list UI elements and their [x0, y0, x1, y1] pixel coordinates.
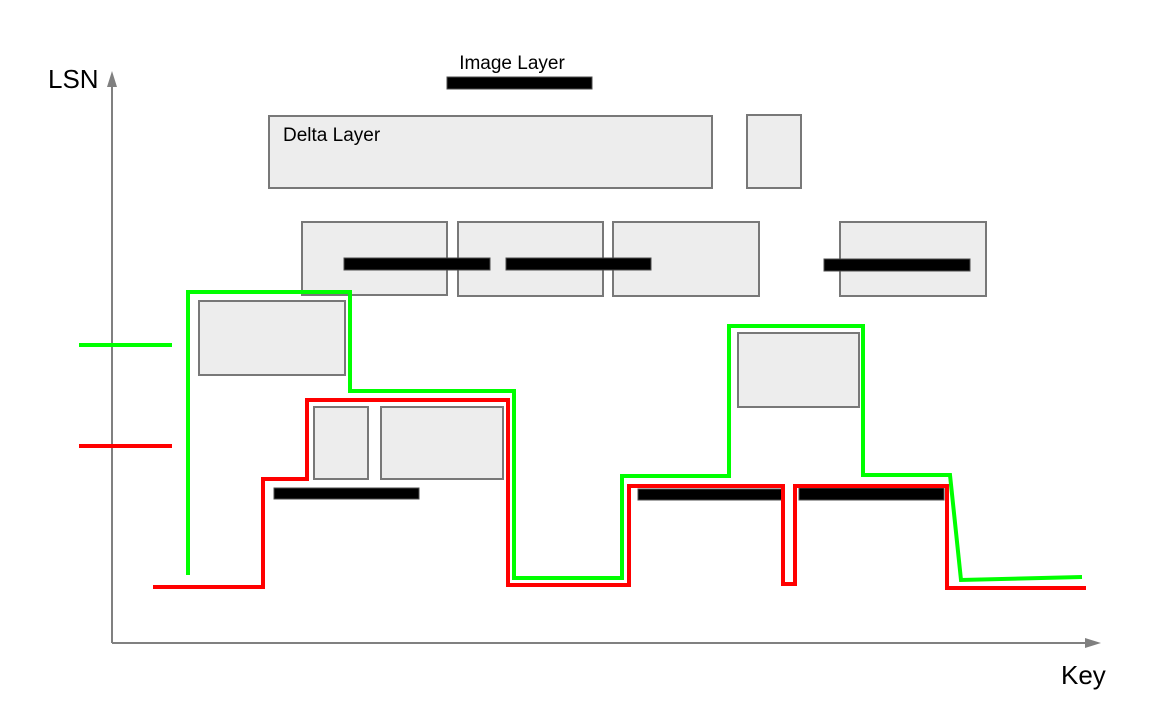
image-layer-bar — [637, 488, 784, 501]
x-axis-label: Key — [1061, 660, 1106, 690]
green-boundary-line — [186, 290, 1083, 583]
lsn-ticks-group — [79, 343, 172, 448]
delta-layer-legend-label: Delta Layer — [283, 125, 381, 146]
y-axis-label: LSN — [48, 64, 99, 94]
delta-layer-rect — [198, 300, 346, 376]
delta-layer-rect — [746, 114, 802, 189]
delta-layer-rect — [313, 406, 369, 480]
y-axis-arrow-icon — [107, 71, 117, 87]
image-layer-bar — [798, 487, 945, 501]
x-axis-arrow-icon — [1085, 638, 1101, 648]
boundary-lines-group — [153, 290, 1086, 590]
red-boundary-line — [153, 398, 1086, 590]
delta-layer-rect — [380, 406, 504, 480]
delta-layer-rect — [268, 115, 713, 189]
image-layer-bar — [273, 487, 420, 500]
image-layers-group — [273, 76, 971, 501]
delta-layers-group — [198, 114, 987, 480]
delta-layer-rect — [737, 332, 860, 408]
image-layer-bar — [823, 258, 971, 272]
image-layer-bar — [505, 257, 652, 271]
axes-group — [107, 71, 1101, 648]
image-layer-bar — [446, 76, 593, 90]
image-layer-legend-label: Image Layer — [459, 53, 565, 74]
image-layer-bar — [343, 257, 491, 271]
